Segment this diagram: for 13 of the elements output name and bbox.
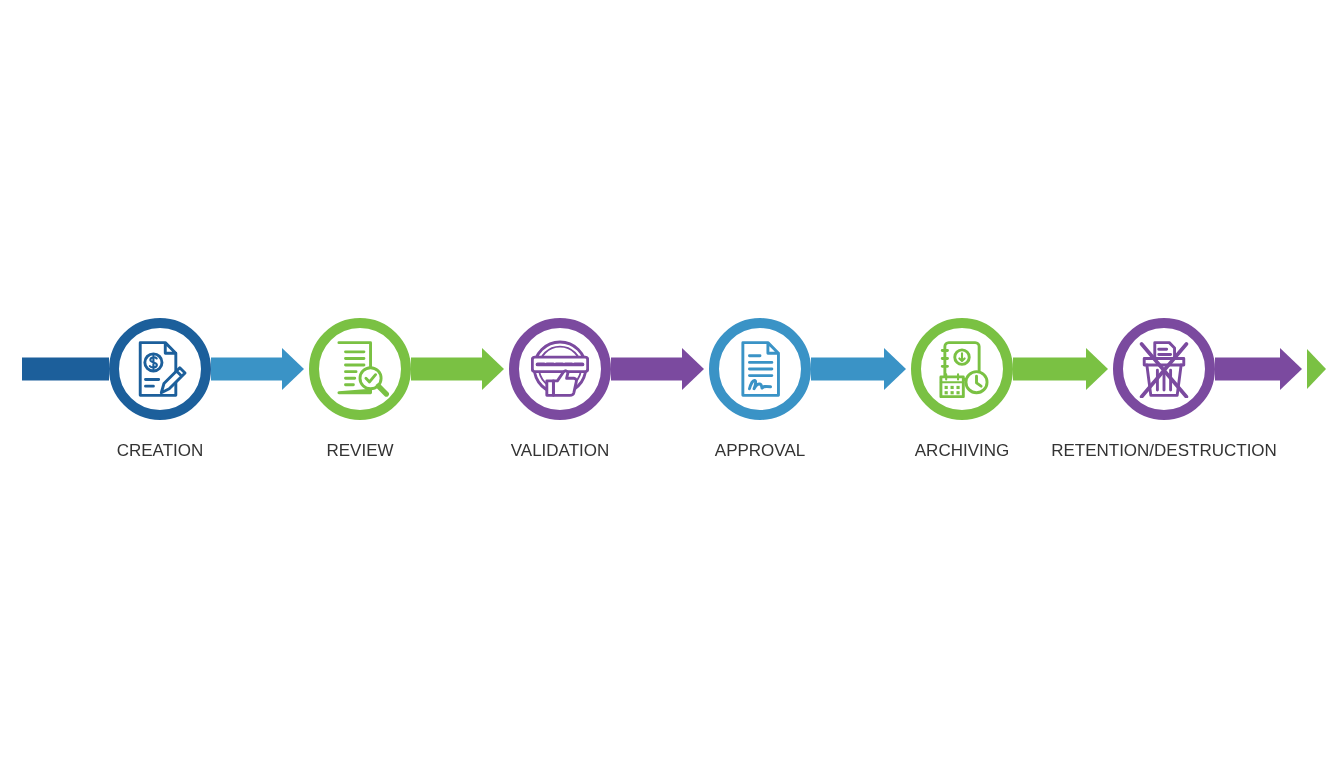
step-label: REVIEW [326, 441, 394, 461]
step-label: CREATION [116, 441, 204, 461]
connector-bar [22, 357, 109, 381]
arrow [211, 348, 304, 390]
arrow [611, 348, 704, 390]
step-label: ARCHIVING [914, 441, 1010, 461]
arrow [1215, 348, 1302, 390]
arrow [811, 348, 906, 390]
step-label: APPROVAL [714, 441, 806, 461]
step-label: RETENTION/DESTRUCTION [1051, 441, 1277, 461]
step-label: VALIDATION [510, 441, 610, 461]
arrow [411, 348, 504, 390]
arrow [1013, 348, 1108, 390]
